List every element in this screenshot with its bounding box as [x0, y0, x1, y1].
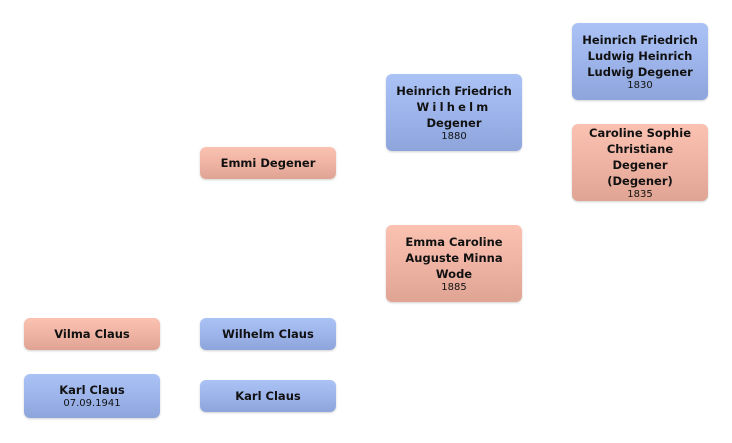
person-name-line: Christiane Degener	[606, 141, 674, 172]
person-name: Emmi Degener	[220, 156, 316, 170]
person-name-line: (Degener)	[607, 173, 673, 188]
person-name: Wilhelm Claus	[222, 327, 314, 341]
person-date: 1880	[441, 130, 467, 142]
person-name-line: Degener	[426, 115, 482, 130]
person-name: Vilma Claus	[54, 327, 130, 341]
person-card-karl-claus[interactable]: Karl Claus	[200, 380, 336, 412]
person-card-vilma-claus[interactable]: Vilma Claus	[24, 318, 160, 350]
person-card-emma-caroline-auguste-minna-wode[interactable]: Emma Caroline Auguste Minna Wode 1885	[386, 225, 522, 302]
person-name-line: Ludwig Degener	[587, 64, 693, 79]
person-date: 1885	[441, 281, 467, 293]
person-name-line: Wilhelm	[416, 99, 492, 114]
person-card-emmi-degener[interactable]: Emmi Degener	[200, 147, 336, 179]
person-name-line: Auguste Minna	[405, 250, 503, 265]
person-card-wilhelm-claus[interactable]: Wilhelm Claus	[200, 318, 336, 350]
person-name: Karl Claus	[235, 389, 301, 403]
person-card-caroline-sophie-christiane-degener[interactable]: Caroline Sophie Christiane Degener (Dege…	[572, 124, 708, 201]
person-date: 1835	[627, 188, 653, 200]
person-date: 07.09.1941	[63, 398, 121, 409]
person-name-line: Heinrich Friedrich	[582, 32, 698, 47]
person-date: 1830	[627, 79, 653, 91]
person-name-line: Emma Caroline	[405, 234, 503, 249]
person-name-line: Wode	[435, 266, 473, 281]
person-card-heinrich-friedrich-ludwig-heinrich-ludwig-degener[interactable]: Heinrich Friedrich Ludwig Heinrich Ludwi…	[572, 23, 708, 100]
person-name: Karl Claus	[59, 383, 125, 397]
person-name-line: Heinrich Friedrich	[396, 83, 512, 98]
person-name-line: Caroline Sophie	[589, 125, 691, 140]
person-card-heinrich-friedrich-wilhelm-degener[interactable]: Heinrich Friedrich Wilhelm Degener 1880	[386, 74, 522, 151]
person-card-karl-claus-root[interactable]: Karl Claus 07.09.1941	[24, 374, 160, 418]
person-name-line: Ludwig Heinrich	[587, 48, 693, 63]
